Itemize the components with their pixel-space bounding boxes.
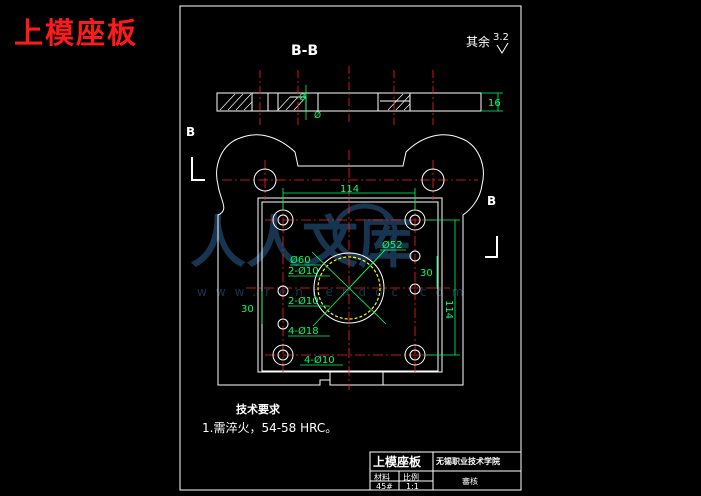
tb-material-label: 材料 bbox=[374, 472, 390, 482]
hole-br-inner bbox=[409, 349, 421, 361]
page-title: 上模座板 bbox=[14, 16, 139, 50]
hole-bl-inner bbox=[277, 349, 289, 361]
hole-bl-outer bbox=[272, 344, 294, 366]
tb-school: 无锡职业技术学院 bbox=[435, 456, 500, 466]
hole-r1 bbox=[409, 250, 421, 262]
roughness-prefix: 其余 bbox=[466, 34, 490, 49]
dim-holes-c: 4-Ø18 bbox=[288, 325, 319, 337]
cut-arrow-right bbox=[485, 236, 498, 258]
tb-scale: 1:1 bbox=[406, 482, 419, 491]
dim-pitch-right: 30 bbox=[420, 268, 433, 279]
dim-holes-a: 2-Ø10 bbox=[288, 265, 319, 277]
view-mark-left: B bbox=[186, 125, 195, 139]
hole-l2 bbox=[277, 318, 289, 330]
dim-lines bbox=[261, 188, 460, 366]
pin-hole-right bbox=[421, 168, 445, 192]
dim-pitch-left: 30 bbox=[241, 304, 254, 315]
roughness-value: 3.2 bbox=[493, 32, 509, 43]
center-bore-outer bbox=[313, 252, 385, 324]
pin-hole-left bbox=[253, 168, 277, 192]
section-view: 16 Ø Ø bbox=[216, 66, 503, 125]
holes bbox=[253, 168, 445, 366]
dim-section-a: Ø bbox=[299, 92, 306, 103]
tb-scale-label: 比例 bbox=[403, 472, 419, 482]
dim-thickness: 16 bbox=[488, 98, 501, 109]
center-lines bbox=[222, 150, 478, 390]
hole-l1 bbox=[277, 285, 289, 297]
dim-height-holes: 114 bbox=[443, 300, 454, 319]
hole-tl-inner bbox=[277, 214, 289, 226]
tech-req-line1: 1.需淬火，54-58 HRC。 bbox=[202, 420, 337, 435]
tb-drawing-label: 審核 bbox=[462, 476, 478, 486]
watermark-url: www.renrendoc.com bbox=[197, 285, 472, 299]
hole-tr-inner bbox=[409, 214, 421, 226]
dim-holes-b: 2-Ø10 bbox=[288, 295, 319, 307]
plan-view bbox=[216, 134, 484, 386]
view-mark-right: B bbox=[487, 194, 496, 208]
dim-dia-big: Ø52 bbox=[382, 239, 403, 251]
roughness-symbol-icon bbox=[496, 42, 509, 54]
title-block bbox=[369, 451, 522, 491]
tb-part-name: 上模座板 bbox=[373, 454, 422, 469]
dim-dia-center: Ø60 bbox=[290, 254, 311, 266]
hole-r2 bbox=[409, 283, 421, 295]
watermark: 人人文库 www.renrendoc.com bbox=[190, 203, 472, 299]
tb-material: 45# bbox=[376, 482, 393, 491]
center-bore-inner bbox=[317, 256, 381, 320]
tech-req-heading: 技术要求 bbox=[236, 402, 281, 416]
sheet-frame bbox=[179, 5, 522, 491]
dim-section-b: Ø bbox=[314, 110, 321, 121]
section-label: B-B bbox=[291, 43, 318, 59]
dim-width-holes: 114 bbox=[340, 184, 359, 195]
dim-holes-d: 4-Ø10 bbox=[304, 354, 335, 366]
cut-arrow-left bbox=[191, 157, 205, 181]
